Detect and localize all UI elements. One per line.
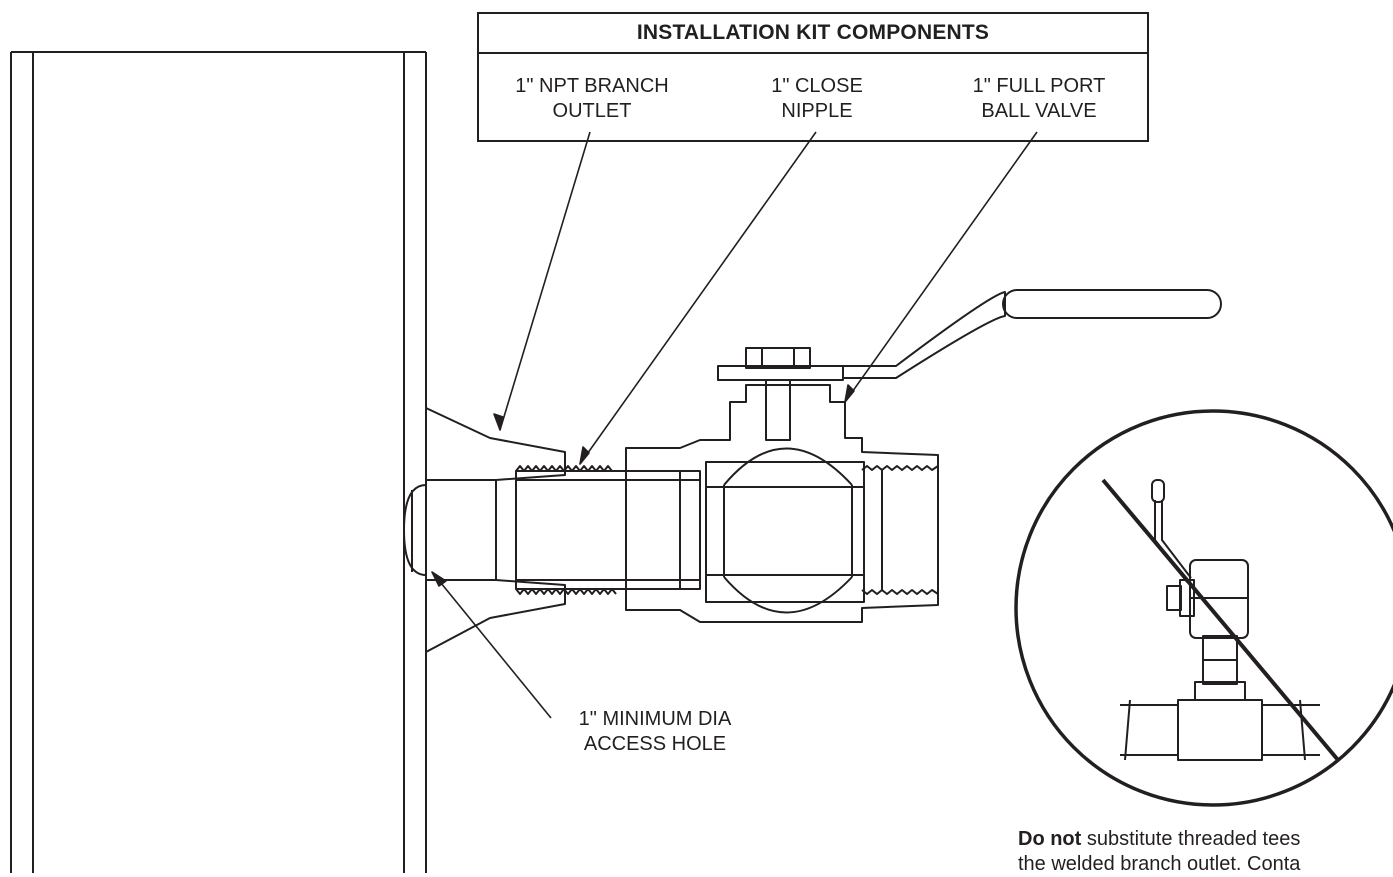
component-branch-outlet: 1" NPT BRANCH OUTLET xyxy=(515,75,669,122)
leader-lines xyxy=(431,131,1038,719)
component-close-nipple: 1" CLOSE NIPPLE xyxy=(771,75,863,122)
valve-handle xyxy=(717,289,1222,441)
prohibited-threaded-tee xyxy=(1014,409,1393,807)
prohibited-icon xyxy=(1101,478,1340,762)
component-ball-valve: 1" FULL PORT BALL VALVE xyxy=(972,75,1106,122)
installation-kit-box: INSTALLATION KIT COMPONENTS 1" NPT BRANC… xyxy=(477,12,1149,142)
access-hole-label: 1" MINIMUM DIA ACCESS HOLE xyxy=(578,708,732,755)
close-nipple xyxy=(515,465,701,595)
pipe-wall xyxy=(10,51,427,873)
access-hole xyxy=(403,484,427,576)
ball-valve-body xyxy=(625,384,939,623)
kit-title: INSTALLATION KIT COMPONENTS xyxy=(479,14,1147,54)
warning-caption: Do not substitute threaded tees the weld… xyxy=(1018,827,1393,877)
branch-outlet xyxy=(425,407,566,653)
caption-line2: the welded branch outlet. Conta xyxy=(1018,853,1301,875)
caption-bold: Do not xyxy=(1018,828,1082,850)
caption-line1: substitute threaded tees xyxy=(1081,828,1301,850)
